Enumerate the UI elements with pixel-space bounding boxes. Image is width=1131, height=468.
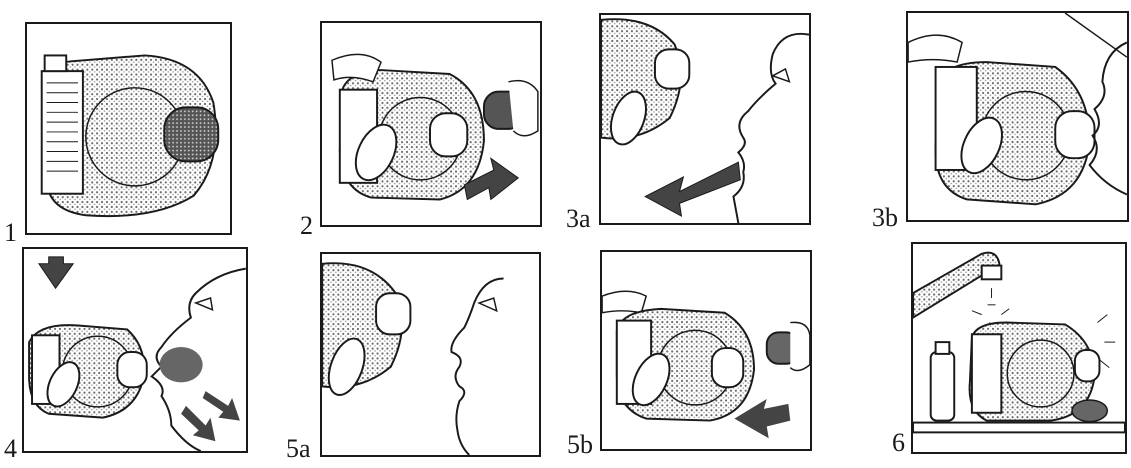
step-label: 5b	[567, 432, 593, 458]
step-3b-panel	[906, 11, 1129, 222]
step-3a-panel	[599, 13, 811, 225]
step-label: 2	[300, 213, 313, 239]
hold-breath-icon	[322, 254, 539, 455]
step-label: 1	[4, 220, 17, 246]
step-label: 6	[892, 430, 905, 456]
remove-cap-icon	[322, 23, 540, 225]
inhaler-with-cap-icon	[27, 24, 230, 233]
step-label: 5a	[286, 436, 311, 462]
press-and-inhale-icon	[24, 249, 246, 451]
step-6-panel	[911, 242, 1127, 454]
step-label: 3b	[872, 205, 898, 231]
step-2-panel	[320, 21, 542, 227]
exhale-away-icon	[601, 15, 809, 223]
replace-cap-icon	[602, 252, 810, 449]
wash-and-dry-icon	[913, 244, 1125, 452]
step-5a-panel	[320, 252, 541, 457]
mouthpiece-to-lips-icon	[908, 13, 1127, 220]
step-4-panel	[22, 247, 248, 453]
step-label: 4	[4, 436, 17, 462]
step-5b-panel	[600, 250, 812, 451]
step-label: 3a	[566, 206, 591, 232]
step-1-panel	[25, 22, 232, 235]
